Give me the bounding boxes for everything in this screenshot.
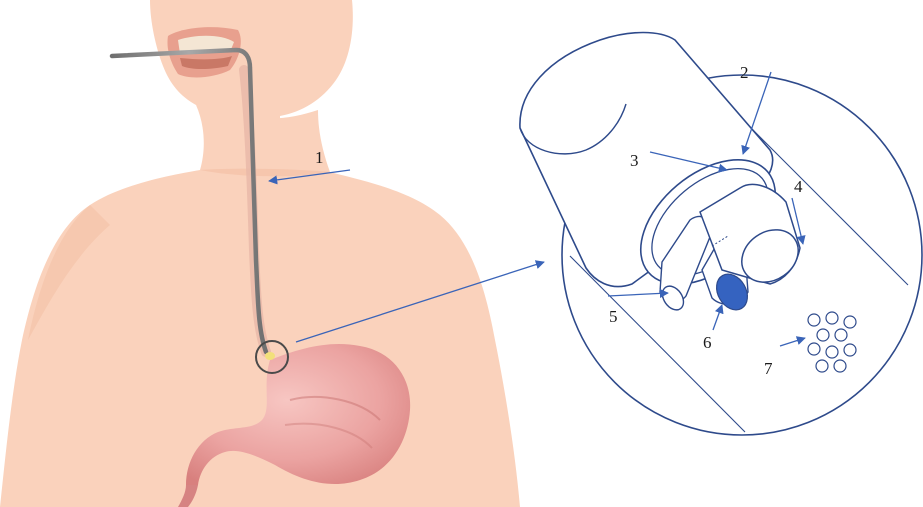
- label-3: 3: [630, 151, 639, 170]
- cell: [844, 344, 856, 356]
- cell: [826, 346, 838, 358]
- label-7: 7: [764, 359, 773, 378]
- cell: [808, 314, 820, 326]
- cell: [834, 360, 846, 372]
- cell: [844, 316, 856, 328]
- cell: [808, 343, 820, 355]
- label-4: 4: [794, 177, 803, 196]
- label-5: 5: [609, 307, 618, 326]
- label-6: 6: [703, 333, 712, 352]
- cell: [817, 329, 829, 341]
- magnified-view: 2 3 4 5 6 7: [520, 33, 922, 436]
- endoscope-tip-marker: [265, 352, 275, 360]
- label-2: 2: [740, 63, 749, 82]
- cell: [826, 312, 838, 324]
- cell: [835, 329, 847, 341]
- cell: [816, 360, 828, 372]
- label-1: 1: [315, 148, 324, 167]
